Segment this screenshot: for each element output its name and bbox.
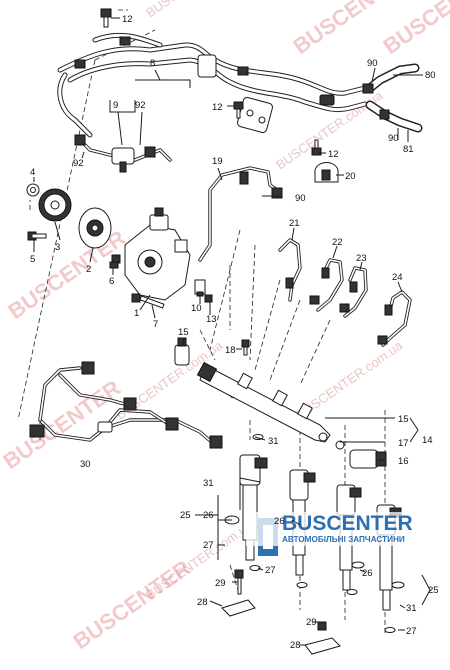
pipe-clip [237,66,249,76]
label-21: 21 [289,218,300,229]
label-81: 81 [403,144,414,155]
label-31-right: 31 [406,603,417,614]
clamp-28-right [304,621,341,655]
label-2: 2 [86,264,91,275]
bolt-12-top [100,8,112,28]
label-17: 17 [398,438,409,449]
label-3: 3 [55,242,60,253]
logo-tagline: АВТОМОБІЛЬНІ ЗАПЧАСТИНИ [282,535,405,544]
label-28-left: 28 [197,597,208,608]
sprocket-3 [38,188,72,222]
label-26-mid: 26 [274,516,285,527]
label-27-right: 27 [406,626,417,637]
watermark-site-1: BUSCENTER.com.ua [143,0,256,20]
pressure-sensor-15 [174,337,190,366]
label-80: 80 [425,70,436,81]
leader-lines [33,17,431,646]
pipe-23 [339,266,368,318]
watermark-text-2: BUSCENTER [379,0,450,59]
label-12-mid: 12 [212,102,223,113]
bolt-12-right [311,139,322,156]
label-26-left: 26 [203,510,214,521]
logo-brand: BUSCENTER [282,512,413,535]
bolt-18 [241,339,250,356]
label-19: 19 [212,156,223,167]
label-30: 30 [80,459,91,470]
label-6: 6 [109,276,114,287]
label-12-top: 12 [122,14,133,25]
hose-80 [362,63,420,94]
callout-labels: 12 8 9 92 92 90 80 90 81 12 12 20 19 90 … [30,14,439,651]
washer-4 [26,183,40,197]
label-90-right: 90 [388,133,399,144]
pipe-bracket [197,54,217,78]
bolt-6 [109,261,119,269]
bolt-5 [27,231,47,241]
label-15-right: 15 [398,414,409,425]
label-31-left: 31 [203,478,214,489]
label-16: 16 [398,456,409,467]
label-27-left: 27 [203,540,214,551]
label-1: 1 [134,308,139,319]
label-13: 13 [206,314,217,325]
fuel-rail-14 [196,361,331,443]
label-22: 22 [332,237,343,248]
label-24: 24 [392,272,403,283]
bracket-plate [237,97,273,133]
pressure-valve-16 [335,440,387,469]
pipe-22 [309,258,344,312]
label-25-right: 25 [428,585,439,596]
label-90-mid: 90 [295,193,306,204]
label-92-top: 92 [135,100,146,111]
label-10: 10 [191,303,202,314]
bolt-13 [204,294,213,303]
label-14: 14 [422,435,433,446]
label-26-right: 26 [362,568,373,579]
wiring-harness-30 [29,361,223,449]
return-pipe-assembly [57,32,368,138]
sensor-10 [194,279,206,297]
adapter-2 [78,207,112,249]
label-15-top: 15 [178,327,189,338]
label-29: 29 [215,578,226,589]
pipe-connector-right [319,94,335,106]
label-7: 7 [153,319,158,330]
label-27-mid: 27 [265,565,276,576]
label-12-right: 12 [328,149,339,160]
label-20: 20 [345,171,356,182]
fitting-9-assembly [74,134,172,173]
label-28-right: 28 [290,640,301,651]
clamp-28-left [221,569,256,617]
label-8: 8 [150,58,155,69]
watermark-text-3: BUSCENTER [4,225,131,324]
label-31-top: 31 [268,436,279,447]
label-29-right: 29 [306,617,317,628]
bolt-7 [131,293,165,309]
high-pressure-pump-1 [111,207,191,301]
label-23: 23 [356,253,367,264]
label-18: 18 [225,345,236,356]
label-4: 4 [30,167,35,178]
buscenter-logo: BUSCENTER АВТОМОБІЛЬНІ ЗАПЧАСТИНИ [246,512,446,556]
label-92-left: 92 [73,158,84,169]
clamp-20 [314,162,339,183]
pipe-24 [377,290,412,347]
hose-81 [365,100,423,133]
label-25-left: 25 [180,510,191,521]
pipe-19 [198,166,283,262]
label-5: 5 [30,254,35,265]
seal-rings [249,434,405,633]
label-90-top: 90 [367,58,378,69]
pipe-21 [278,238,302,302]
label-9: 9 [113,100,118,111]
